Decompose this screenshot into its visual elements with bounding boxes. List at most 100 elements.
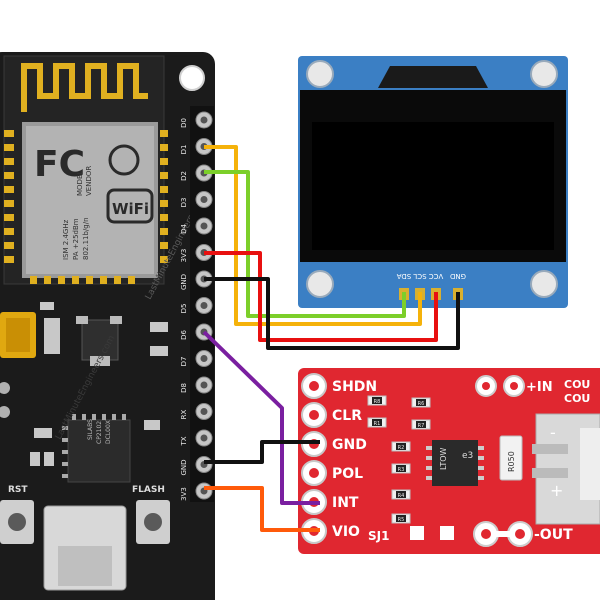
- wire-d6-int: [202, 330, 320, 505]
- nodemcu-pin-label: RX: [180, 409, 188, 419]
- jumper-label: SJ1: [368, 529, 389, 543]
- wires: [202, 145, 460, 532]
- nodemcu-board: FC WiFi MODEL VENDOR ISM 2.4GHz PA +25dB…: [0, 52, 215, 605]
- nodemcu-pin-label: 3V3: [180, 487, 188, 501]
- ltc-resistor-label: R1: [374, 421, 381, 427]
- ltc-resistor-body: [372, 397, 382, 404]
- in-pad-hole: [482, 382, 490, 390]
- nodemcu-pin-label: 3V3: [180, 249, 188, 263]
- wire-d1-oled-scl: [204, 145, 422, 326]
- plus-mark: +: [550, 481, 563, 500]
- ltc-resistor-body: [396, 515, 406, 522]
- cou-label: COU: [564, 378, 590, 391]
- module-text-block: MODEL VENDOR ISM 2.4GHz PA +25dBm 802.11…: [62, 166, 93, 260]
- chip-pins: [62, 414, 126, 478]
- in-pad-hole: [510, 382, 518, 390]
- sense-resistor: [499, 435, 523, 481]
- fc-mark: FC: [34, 144, 85, 185]
- oled-pin-label: SDA: [397, 272, 412, 280]
- smd-part: [144, 420, 160, 430]
- out-pad-hole: [515, 529, 525, 539]
- regulator-tab: [90, 356, 110, 366]
- ltc-chip-text: LTOW: [439, 447, 448, 470]
- oled-flex-cable: [378, 66, 488, 88]
- nodemcu-pin-label: D6: [180, 330, 188, 340]
- ltc-resistor-label: R3: [398, 467, 405, 473]
- out-label: -OUT: [534, 527, 573, 543]
- wire-3v3-vio: [204, 486, 320, 532]
- out-pad-hole: [481, 529, 491, 539]
- nodemcu-pin-label: D8: [180, 383, 188, 393]
- oled-mount-hole: [306, 60, 334, 88]
- module-pads: [4, 130, 168, 284]
- nodemcu-pin-label: D1: [180, 145, 188, 155]
- ltc-resistor-body: [396, 465, 406, 472]
- flash-label: FLASH: [132, 485, 165, 495]
- ltc-resistor-body: [372, 419, 382, 426]
- sense-resistor-label: R050: [507, 451, 516, 472]
- chip-text: SILABS: [87, 419, 94, 440]
- module-text-line: ISM 2.4GHz: [62, 219, 70, 260]
- pcb-antenna: [21, 63, 148, 112]
- oled-screen: [312, 122, 554, 250]
- ltc-resistor-label: R4: [398, 493, 405, 499]
- regulator-pin: [110, 316, 122, 324]
- out-pad-trace: [496, 531, 510, 537]
- ltc-chip-text: e3: [462, 451, 473, 461]
- smd-part: [40, 302, 54, 310]
- screw-terminal-face: [580, 428, 600, 500]
- nodemcu-pin-label: D2: [180, 171, 188, 181]
- micro-usb-opening: [58, 546, 112, 586]
- terminal-pin: [532, 444, 568, 454]
- in-label: +IN: [526, 380, 553, 395]
- ce-mark-icon: [108, 144, 140, 176]
- jumper-pad: [410, 526, 424, 540]
- usb-uart-chip: [67, 419, 131, 483]
- ltc-resistor-label: R6: [418, 401, 425, 407]
- wire-gnd-ltc-gnd: [204, 440, 320, 464]
- mount-hole-top: [179, 65, 205, 91]
- ltc-pin-label: GND: [332, 437, 367, 453]
- cou-label: COU: [564, 392, 590, 405]
- voltage-regulator: [81, 319, 119, 361]
- nodemcu-pin-hole: [200, 434, 208, 442]
- oled-pin-label: GND: [450, 272, 466, 280]
- oled-mount-hole: [530, 270, 558, 298]
- ltc-chip: [432, 440, 478, 486]
- chip-text: CP2102: [96, 421, 103, 444]
- ltc-resistor-body: [416, 421, 426, 428]
- left-pin-header: [0, 382, 10, 418]
- nodemcu-pin-hole: [200, 381, 208, 389]
- nodemcu-pin-label: D3: [180, 198, 188, 208]
- ltc-resistor-body: [396, 443, 406, 450]
- oled-pin-label: SCL: [413, 272, 426, 280]
- uart-chip-text: SILABS CP2102 DCL00X: [87, 419, 112, 444]
- module-text-line: PA +25dBm: [72, 218, 80, 260]
- rst-button-cap[interactable]: [8, 513, 26, 531]
- nodemcu-pin-label: D5: [180, 304, 188, 314]
- flash-button-cap[interactable]: [144, 513, 162, 531]
- regulator-pin: [76, 316, 88, 324]
- smd-part: [150, 322, 168, 332]
- ltc-resistor-label: R7: [418, 423, 425, 429]
- minus-mark: -: [550, 423, 556, 442]
- nodemcu-pin-hole: [200, 408, 208, 415]
- nodemcu-pin-label: GND: [180, 459, 188, 475]
- nodemcu-pin-hole: [200, 116, 208, 124]
- ltc-pin-hole: [309, 381, 319, 391]
- rst-label: RST: [8, 485, 28, 495]
- nodemcu-pin-hole: [200, 222, 208, 230]
- jumper-pad: [440, 526, 454, 540]
- diode: [44, 318, 60, 354]
- nodemcu-pin-label: TX: [180, 436, 188, 446]
- nodemcu-pin-label: GND: [180, 274, 188, 290]
- ltc-resistor-label: R8: [374, 399, 381, 405]
- smd-part: [150, 346, 168, 356]
- capacitor-body: [6, 318, 30, 352]
- nodemcu-pin-label: D0: [180, 118, 188, 128]
- nodemcu-pin-hole: [200, 196, 208, 203]
- oled-mount-hole: [530, 60, 558, 88]
